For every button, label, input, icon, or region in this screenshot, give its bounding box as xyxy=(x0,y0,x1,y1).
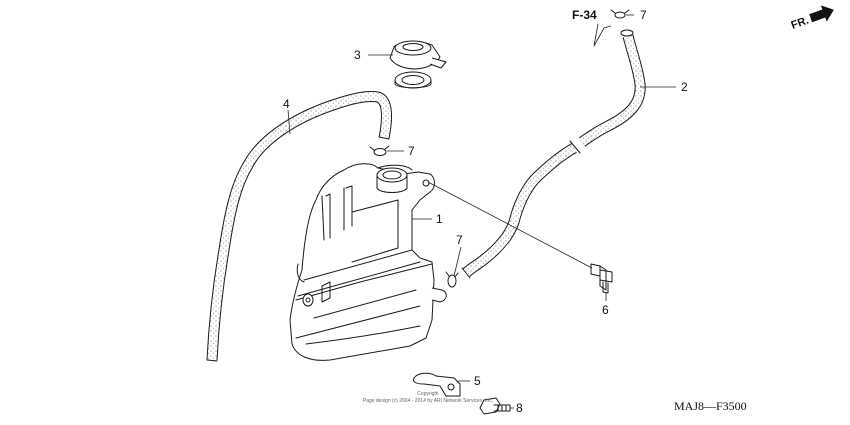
callout-4[interactable]: 4 xyxy=(283,97,290,111)
bolt-6[interactable] xyxy=(590,263,613,294)
callout-2[interactable]: 2 xyxy=(681,80,688,94)
reserve-tank-cap[interactable] xyxy=(389,40,447,89)
drawing-code: MAJ8—F3500 xyxy=(674,399,747,413)
front-direction-arrow: FR. xyxy=(790,5,834,32)
callout-7-upper[interactable]: 7 xyxy=(408,144,415,158)
callout-5[interactable]: 5 xyxy=(474,374,481,388)
tube-clip-upper[interactable] xyxy=(369,145,390,156)
bolt-8[interactable] xyxy=(479,397,511,415)
callout-1[interactable]: 1 xyxy=(436,212,443,226)
leader-6-bolt xyxy=(427,181,593,269)
arrow-icon xyxy=(809,5,834,23)
section-reference[interactable]: F-34 xyxy=(572,8,597,22)
siphon-tube[interactable] xyxy=(206,91,392,362)
reserve-tank[interactable] xyxy=(289,163,447,361)
copyright-line-2: Page design (c) 2004 - 2014 by ARI Netwo… xyxy=(363,398,493,404)
tube-clip-top[interactable] xyxy=(610,9,630,19)
leader-4 xyxy=(287,109,291,135)
callout-7-lower[interactable]: 7 xyxy=(456,233,463,247)
overflow-tube[interactable] xyxy=(461,29,646,279)
callout-6[interactable]: 6 xyxy=(602,303,609,317)
callout-3[interactable]: 3 xyxy=(354,48,361,62)
leader-7-lower xyxy=(453,246,462,277)
callout-7-top[interactable]: 7 xyxy=(640,8,647,22)
tube-clip-lower[interactable] xyxy=(445,271,459,288)
callout-8[interactable]: 8 xyxy=(516,401,523,415)
direction-label: FR. xyxy=(790,15,811,32)
reference-arrow xyxy=(593,23,612,47)
copyright-line-1: Copyright xyxy=(417,391,439,397)
clamp[interactable] xyxy=(413,372,461,397)
